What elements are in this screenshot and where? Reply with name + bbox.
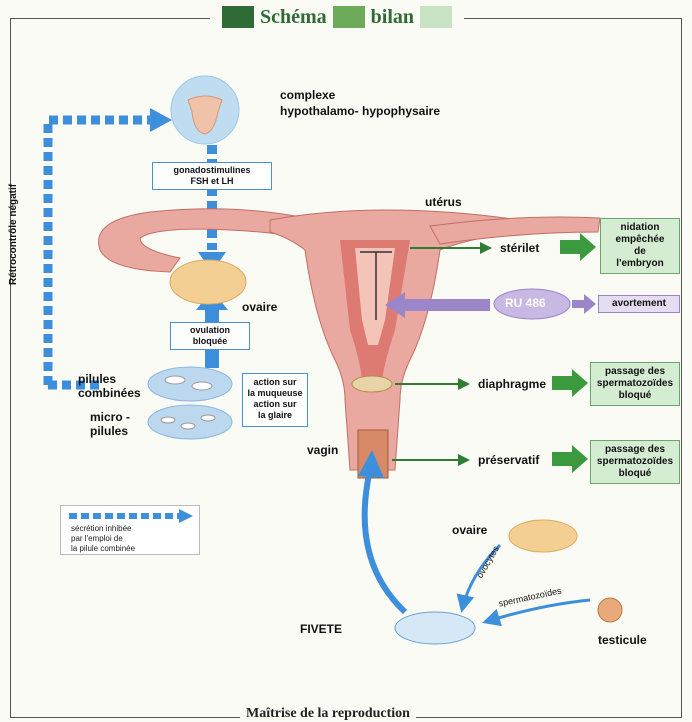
passage1-line1: passage des <box>597 366 673 378</box>
action-box: action sur la muqueuse action sur la gla… <box>242 373 308 427</box>
pill-pack-micro <box>148 405 232 439</box>
footer-title: Maîtrise de la reproduction <box>240 706 416 722</box>
legend-line3: la pilule combinée <box>71 544 135 554</box>
diaphragme-block-arrow <box>552 369 588 397</box>
action-line1: action sur <box>243 377 307 388</box>
label-ru486: RU 486 <box>505 296 546 310</box>
pill <box>165 376 185 384</box>
legend-line2: par l'emploi de <box>71 534 135 544</box>
legend-box: sécrétion inhibée par l'emploi de la pil… <box>60 505 200 555</box>
passage1-line2: spermatozoïdes <box>597 378 673 390</box>
label-preservatif: préservatif <box>478 453 539 467</box>
pill <box>201 415 215 421</box>
ovulation-line2: bloquée <box>171 336 249 347</box>
retrocontrole-arrowhead <box>150 108 172 132</box>
gonadostimulines-box: gonadostimulines FSH et LH <box>152 162 272 190</box>
passage2-line1: passage des <box>597 444 673 456</box>
passage2-line2: spermatozoïdes <box>597 456 673 468</box>
label-sterilet: stérilet <box>500 241 539 255</box>
fivete-arrow <box>365 470 405 612</box>
label-diaphragme: diaphragme <box>478 377 546 391</box>
label-testicule: testicule <box>598 633 647 647</box>
avortement-label: avortement <box>612 298 666 310</box>
label-micro-pilules: micro - pilules <box>90 410 130 438</box>
pill <box>161 417 175 423</box>
pill <box>192 382 212 390</box>
ru486-arrow-right <box>572 294 596 314</box>
label-fivete: FIVETE <box>300 622 342 636</box>
passage2-line3: bloqué <box>597 468 673 480</box>
label-pilules-combinees: pilules combinées <box>78 372 141 400</box>
ru486-arrow-left <box>385 292 490 318</box>
label-hypothalamo: hypothalamo- hypophysaire <box>280 104 440 118</box>
action-line4: la glaire <box>243 410 307 421</box>
micro-line2: pilules <box>90 424 130 438</box>
passage1-line3: bloqué <box>597 390 673 402</box>
action-line2: la muqueuse <box>243 388 307 399</box>
label-retrocontrole: Rétrocontrôle négatif <box>8 184 19 285</box>
diaphragm-device <box>352 376 392 392</box>
legend-line1: sécrétion inhibée <box>71 524 135 534</box>
pilules-line1: pilules <box>78 372 141 386</box>
label-uterus: utérus <box>425 195 462 209</box>
nidation-line2: empêchée <box>616 234 665 246</box>
label-complexe: complexe <box>280 88 335 102</box>
gonado-line1: gonadostimulines <box>153 165 271 176</box>
sterilet-block-arrow <box>560 233 596 261</box>
nidation-line3: de <box>616 246 665 258</box>
ovulation-box: ovulation bloquée <box>170 322 250 350</box>
ovulation-line1: ovulation <box>171 325 249 336</box>
action-line3: action sur <box>243 399 307 410</box>
fivete-dish <box>395 612 475 644</box>
legend-text: sécrétion inhibée par l'emploi de la pil… <box>71 524 135 554</box>
label-ovaire-2: ovaire <box>452 523 487 537</box>
pill <box>181 423 195 429</box>
testicle <box>598 598 622 622</box>
nidation-line4: l'embryon <box>616 258 665 270</box>
label-vagin: vagin <box>307 443 338 457</box>
outcome-passage-1: passage des spermatozoïdes bloqué <box>590 362 680 406</box>
preservatif-block-arrow <box>552 445 588 473</box>
pilules-line2: combinées <box>78 386 141 400</box>
outcome-avortement: avortement <box>598 295 680 313</box>
outcome-passage-2: passage des spermatozoïdes bloqué <box>590 440 680 484</box>
gonado-line2: FSH et LH <box>153 176 271 187</box>
pill-pack-combined <box>148 367 232 401</box>
legend-arrow <box>61 506 201 526</box>
outcome-nidation: nidation empêchée de l'embryon <box>600 218 680 274</box>
micro-line1: micro - <box>90 410 130 424</box>
left-ovary <box>170 260 246 304</box>
ovary-2 <box>509 520 577 552</box>
label-ovaire: ovaire <box>242 300 277 314</box>
nidation-line1: nidation <box>616 222 665 234</box>
